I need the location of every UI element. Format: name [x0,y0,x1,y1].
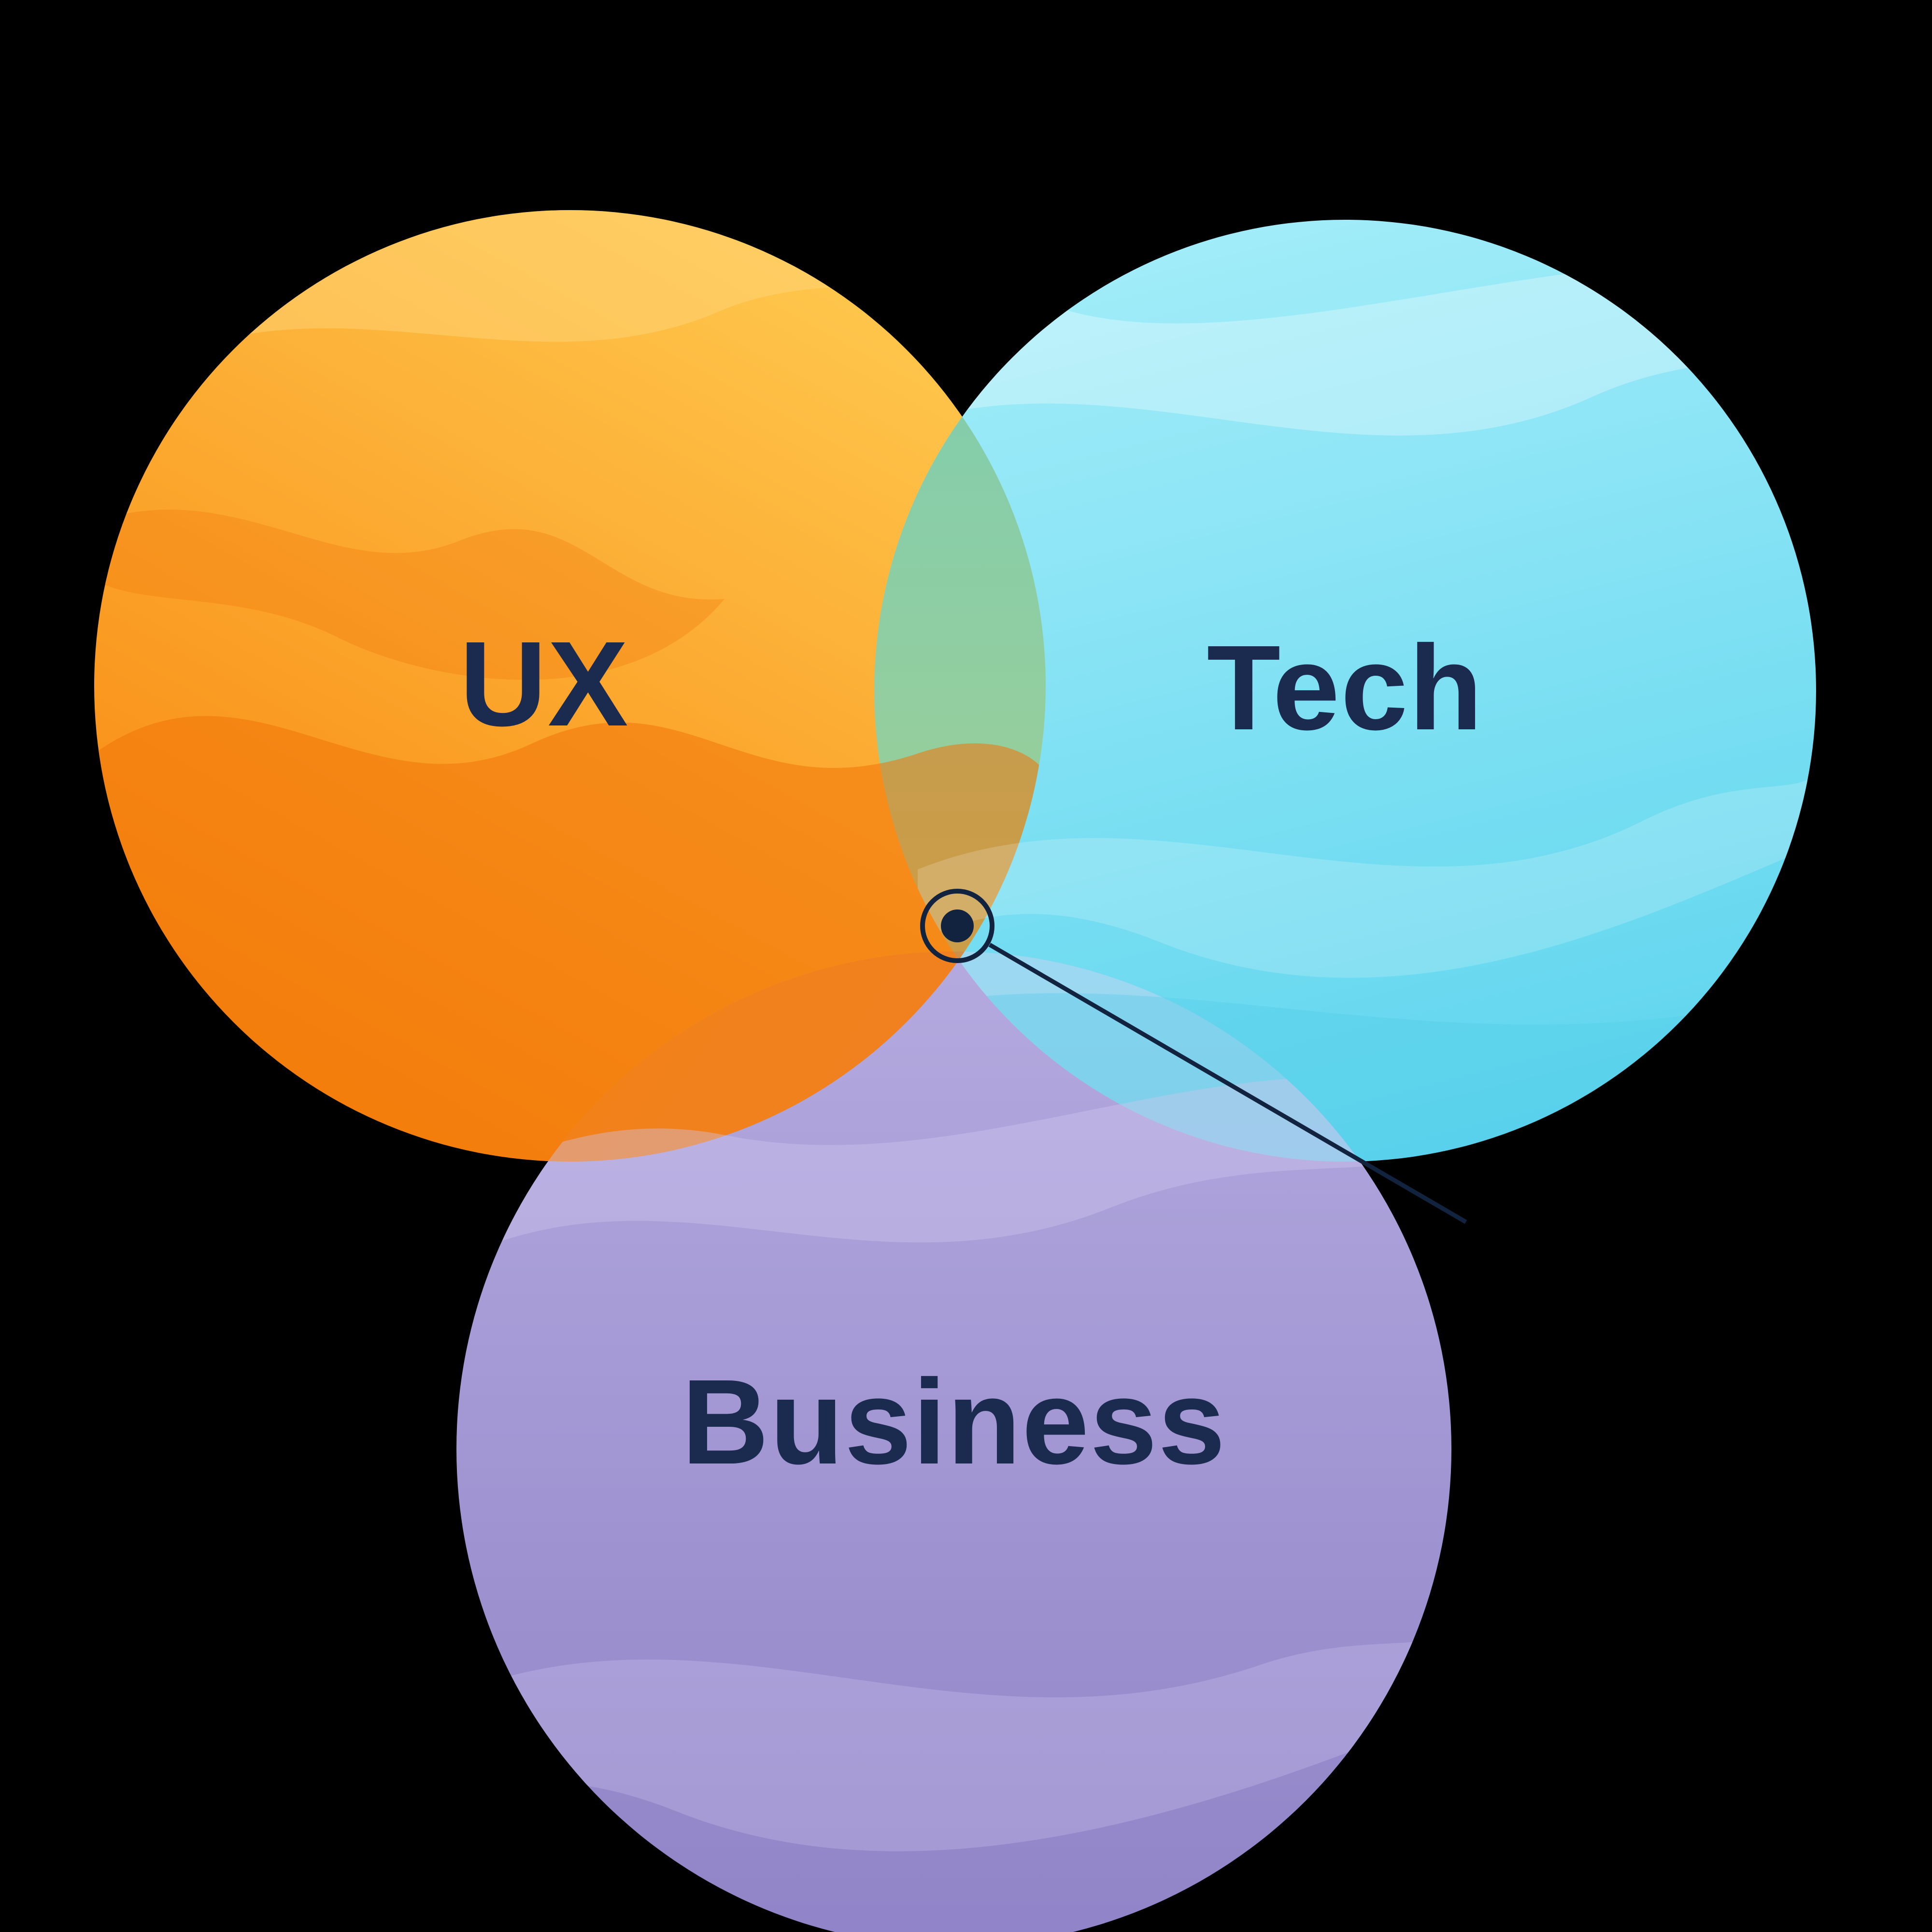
business-swirl-texture [464,1077,1444,1851]
callout-line [988,943,1467,1224]
center-point-dot-icon [941,909,974,942]
business-label: Business [682,1354,1226,1489]
tech-label: Tech [1207,620,1484,755]
ux-label: UX [459,616,629,751]
center-point-ring-icon [920,889,994,963]
business-circle [456,952,1451,1932]
tech-circle [874,220,1816,1162]
